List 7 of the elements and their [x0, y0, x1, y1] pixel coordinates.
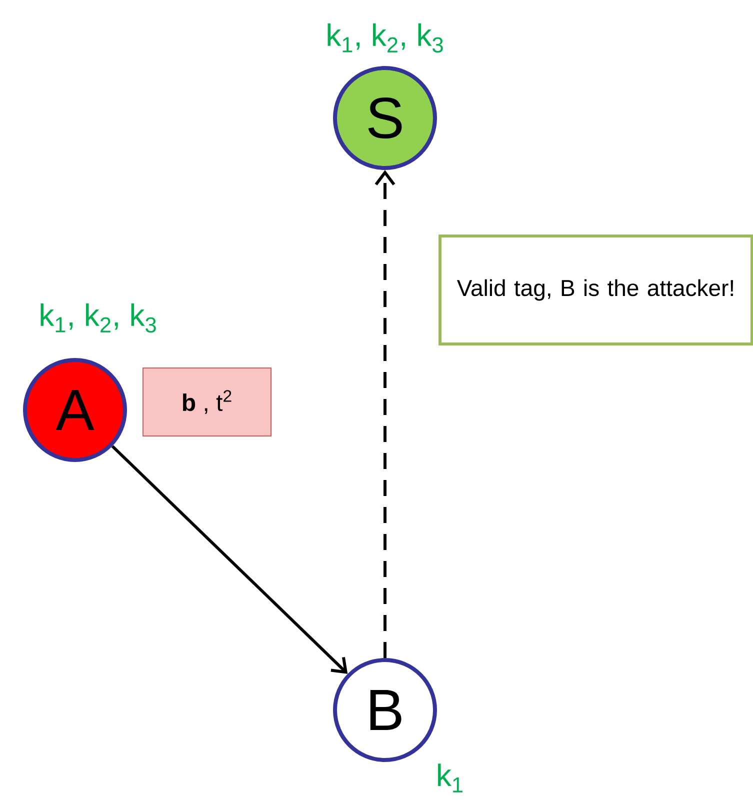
key-label: k$_{1}$, k$_{2}$, k$_{3}$ [40, 303, 156, 333]
message-box: b , t$^{2}$ [142, 368, 272, 436]
key-label: k$_{1}$, k$_{2}$, k$_{3}$ [328, 23, 443, 53]
note-box: Valid tag, B is the attacker! [438, 234, 753, 346]
arrow [374, 170, 396, 658]
key-label: k$_{1}$ [438, 764, 462, 792]
arrow [111, 445, 348, 674]
